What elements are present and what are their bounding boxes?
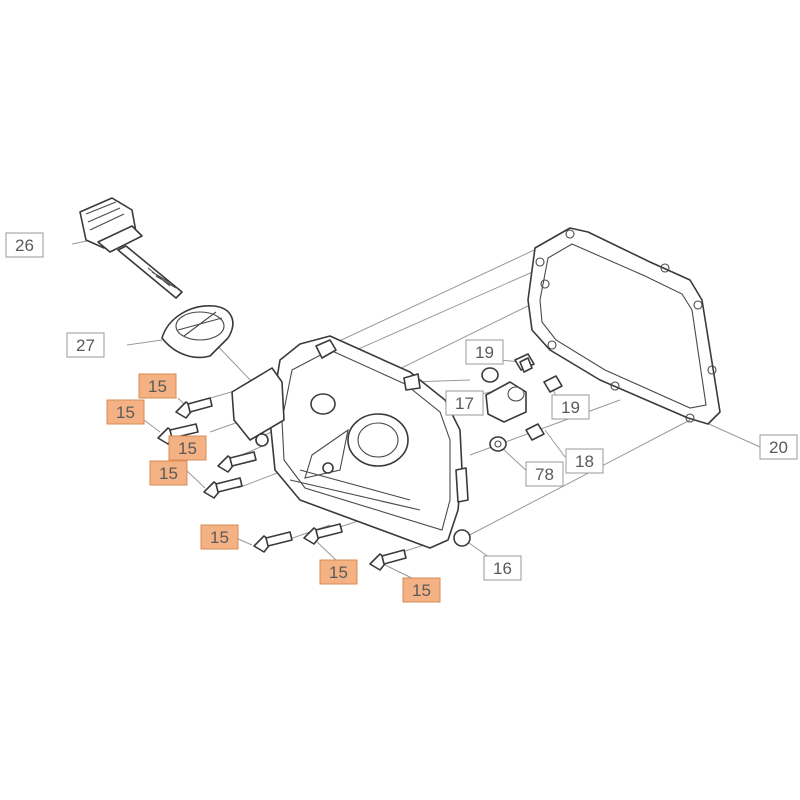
svg-text:15: 15 <box>159 464 178 483</box>
small-parts <box>481 353 563 452</box>
callout-78: 78 <box>525 461 564 487</box>
callout-16: 16 <box>483 555 522 581</box>
callout-15-c: 15 <box>168 435 207 461</box>
bolts-part-15 <box>157 397 407 571</box>
callout-18: 18 <box>565 448 604 474</box>
svg-text:15: 15 <box>116 403 135 422</box>
svg-text:78: 78 <box>535 465 554 484</box>
callout-15-d: 15 <box>149 460 188 486</box>
bolt-1 <box>175 397 213 419</box>
svg-text:15: 15 <box>148 377 167 396</box>
bolt-6 <box>303 523 343 545</box>
crankcase-cover-part <box>231 335 471 549</box>
svg-text:17: 17 <box>455 394 474 413</box>
bolt-5 <box>253 531 293 553</box>
callout-15-a: 15 <box>138 373 177 399</box>
svg-text:26: 26 <box>15 236 34 255</box>
callout-19-upper: 19 <box>465 339 504 365</box>
callout-19-lower: 19 <box>551 394 590 420</box>
svg-text:20: 20 <box>769 438 788 457</box>
callout-17: 17 <box>445 390 484 416</box>
dipstick-part <box>79 197 183 299</box>
svg-text:16: 16 <box>493 559 512 578</box>
callout-15-f: 15 <box>319 559 358 585</box>
callout-labels: 26 27 19 17 19 18 78 20 16 15 15 15 15 1… <box>5 232 798 603</box>
callout-27: 27 <box>66 332 105 358</box>
leader-lines <box>71 239 761 583</box>
bolt-7 <box>369 549 407 571</box>
svg-text:15: 15 <box>178 439 197 458</box>
callout-20: 20 <box>759 434 798 460</box>
svg-text:27: 27 <box>76 336 95 355</box>
filler-tube-part <box>161 305 234 359</box>
svg-text:15: 15 <box>329 563 348 582</box>
svg-text:19: 19 <box>561 398 580 417</box>
svg-text:15: 15 <box>412 581 431 600</box>
svg-text:19: 19 <box>475 343 494 362</box>
callout-26: 26 <box>5 232 44 258</box>
svg-text:15: 15 <box>210 528 229 547</box>
svg-text:18: 18 <box>575 452 594 471</box>
bolt-3 <box>217 451 257 473</box>
callout-15-b: 15 <box>106 399 145 425</box>
callout-15-g: 15 <box>402 577 441 603</box>
bolt-2 <box>157 423 199 445</box>
callout-15-e: 15 <box>200 524 239 550</box>
gasket-part <box>527 227 721 425</box>
bolt-4 <box>203 477 243 499</box>
